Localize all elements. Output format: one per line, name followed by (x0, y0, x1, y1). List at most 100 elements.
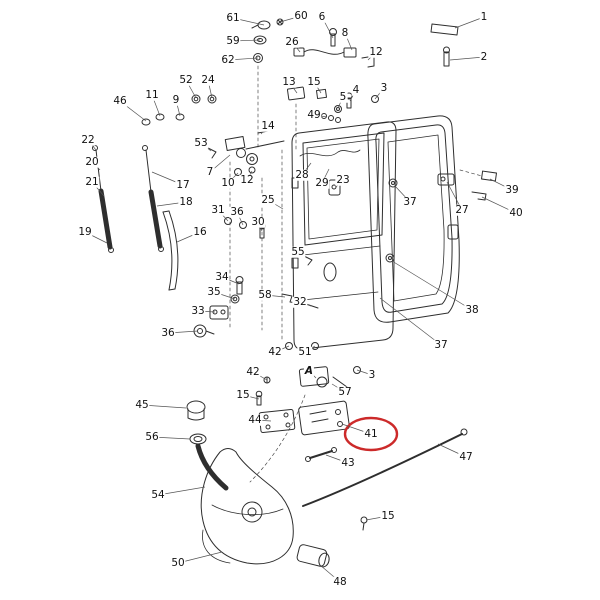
door-panel (291, 121, 397, 350)
callout-label-33: 33 (190, 304, 206, 317)
screw-part (276, 18, 284, 26)
callout-label-62: 62 (220, 53, 236, 66)
callout-label-29: 29 (314, 176, 330, 189)
callout-label-17: 17 (175, 178, 191, 191)
frame-hinge-bracket (447, 224, 459, 240)
callout-label-57: 57 (337, 385, 353, 398)
boot-lever (195, 443, 229, 491)
callout-label-20: 20 (84, 155, 100, 168)
callout-label-42: 42 (245, 365, 261, 378)
callout-label-61: 61 (225, 11, 241, 24)
handle-opening (323, 262, 337, 282)
callout-label-36: 36 (229, 205, 245, 218)
callout-label-58: 58 (257, 288, 273, 301)
hardware-top (141, 18, 379, 159)
callout-label-35: 35 (206, 285, 222, 298)
callout-label-25: 25 (260, 193, 276, 206)
hinge-block (209, 305, 229, 320)
callout-label-15: 15 (306, 75, 322, 88)
callout-label-55: 55 (290, 245, 306, 258)
fasteners-mid (193, 217, 361, 406)
callout-label-32: 32 (292, 295, 308, 308)
bolt-part (330, 33, 336, 47)
callout-label-6: 6 (317, 10, 327, 23)
callout-label-40: 40 (508, 206, 524, 219)
callout-label-51: 51 (297, 345, 313, 358)
far-right-parts (437, 170, 497, 201)
callout-label-10: 10 (220, 176, 236, 189)
callout-label-23: 23 (335, 173, 351, 186)
linkage-rod (302, 428, 468, 531)
callout-label-48: 48 (332, 575, 348, 588)
callout-label-38: 38 (464, 303, 480, 316)
callout-label-37: 37 (402, 195, 418, 208)
callout-label-26: 26 (284, 35, 300, 48)
leader-line-37 (379, 297, 442, 346)
callout-label-43: 43 (340, 456, 356, 469)
callout-label-41: 41 (363, 427, 379, 440)
hinge-part (437, 173, 455, 186)
callout-label-42: 42 (267, 345, 283, 358)
callout-label-A: A (303, 364, 315, 377)
callout-label-4: 4 (351, 83, 361, 96)
callout-label-3: 3 (367, 368, 377, 381)
hinge-parts-top-right (430, 23, 459, 67)
cap-part (186, 400, 206, 414)
callout-label-60: 60 (293, 9, 309, 22)
callout-label-9: 9 (171, 93, 181, 106)
callout-label-2: 2 (479, 50, 489, 63)
callout-label-27: 27 (454, 203, 470, 216)
leader-line-54 (157, 486, 206, 496)
callout-label-37: 37 (433, 338, 449, 351)
callout-label-1: 1 (479, 10, 489, 23)
callout-label-12: 12 (368, 45, 384, 58)
callout-label-44: 44 (247, 413, 263, 426)
callout-label-56: 56 (144, 430, 160, 443)
callout-label-12: 12 (239, 173, 255, 186)
callout-label-39: 39 (504, 183, 520, 196)
callout-label-50: 50 (170, 556, 186, 569)
callout-label-13: 13 (281, 75, 297, 88)
leader-line-38 (391, 260, 473, 311)
callout-label-30: 30 (250, 215, 266, 228)
callout-label-8: 8 (340, 26, 350, 39)
callout-label-59: 59 (225, 34, 241, 47)
shifter-parts (186, 400, 294, 565)
leader-line-1 (454, 16, 485, 29)
callout-label-28: 28 (294, 168, 310, 181)
callout-label-5: 5 (338, 90, 348, 103)
callout-label-14: 14 (260, 119, 276, 132)
callout-label-47: 47 (458, 450, 474, 463)
callout-label-36: 36 (160, 326, 176, 339)
callout-label-11: 11 (144, 88, 160, 101)
mount-plate-large (298, 400, 350, 436)
callout-label-21: 21 (84, 175, 100, 188)
callout-label-31: 31 (210, 203, 226, 216)
door-frame (367, 115, 460, 323)
callout-label-16: 16 (192, 225, 208, 238)
wiring-harness-panel (299, 149, 361, 157)
wiper-strip (162, 210, 179, 291)
callout-label-15: 15 (380, 509, 396, 522)
console-body (200, 448, 294, 565)
callout-label-19: 19 (77, 225, 93, 238)
leader-line-2 (449, 56, 485, 61)
callout-label-46: 46 (112, 94, 128, 107)
callout-label-15: 15 (235, 388, 251, 401)
callout-label-24: 24 (200, 73, 216, 86)
callout-label-18: 18 (178, 195, 194, 208)
callout-label-53: 53 (193, 136, 209, 149)
callout-label-34: 34 (214, 270, 230, 283)
bracket-part (361, 55, 375, 68)
callout-label-54: 54 (150, 488, 166, 501)
callout-label-22: 22 (80, 133, 96, 146)
relay-part (287, 86, 306, 101)
callout-label-45: 45 (134, 398, 150, 411)
gas-struts (92, 145, 164, 253)
callout-label-49: 49 (306, 108, 322, 121)
callout-label-7: 7 (205, 165, 215, 178)
highlight-ellipse (343, 416, 399, 452)
callout-label-52: 52 (178, 73, 194, 86)
